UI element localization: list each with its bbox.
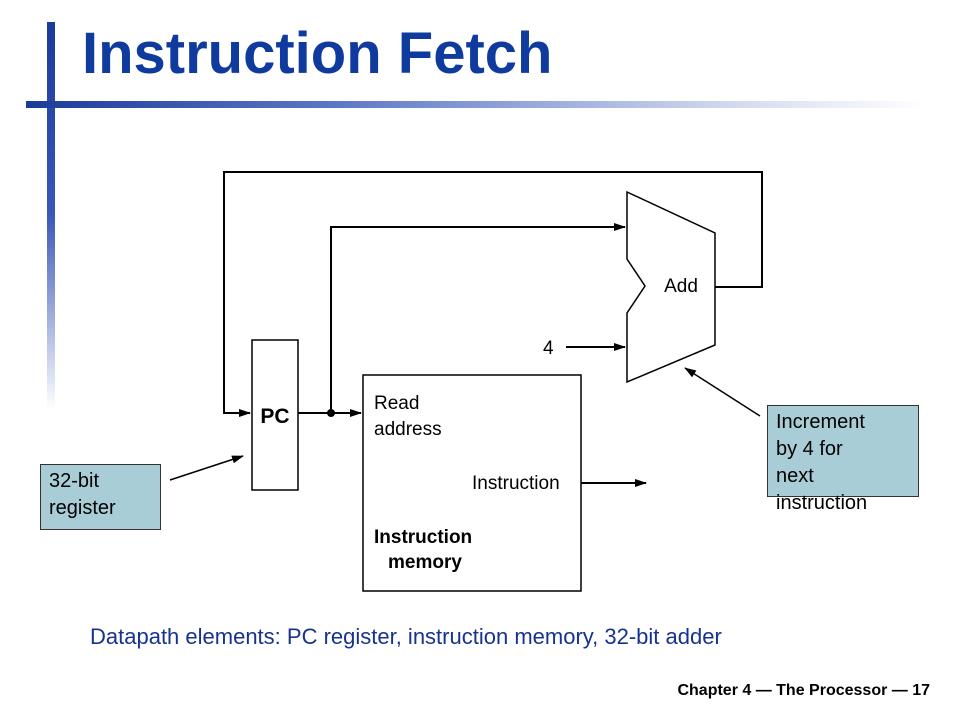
constant-four: 4 — [543, 338, 554, 359]
slide-caption: Datapath elements: PC register, instruct… — [90, 624, 722, 649]
pc-label: PC — [260, 405, 289, 428]
adder — [626, 190, 716, 384]
page-title: Instruction Fetch — [82, 21, 553, 86]
read-address-label-line2: address — [374, 419, 442, 440]
read-address-label-line1: Read — [374, 393, 419, 414]
junction-dot — [327, 409, 335, 417]
pc-callout-pointer — [169, 455, 244, 481]
accent-vertical-bar — [47, 22, 55, 410]
pc-callout: 32-bit register — [40, 464, 161, 530]
accent-horizontal-bar — [26, 101, 926, 108]
slide-footer: Chapter 4 — The Processor — 17 — [677, 682, 930, 699]
pc-to-adder-wire — [330, 223, 626, 413]
adder-callout-pointer — [684, 367, 761, 417]
feedback-wire — [223, 171, 763, 417]
adder-label: Add — [664, 276, 698, 297]
instruction-output-label: Instruction — [472, 473, 560, 494]
adder-callout-line1: Increment — [776, 411, 865, 433]
adder-callout: Increment by 4 for next instruction — [767, 405, 919, 514]
memory-name-line1: Instruction — [374, 527, 472, 548]
instruction-memory — [362, 374, 582, 592]
memory-name-line2: memory — [388, 552, 462, 573]
pc-callout-line2: register — [49, 497, 116, 519]
adder-callout-line2: by 4 for — [776, 438, 843, 460]
adder-callout-line4: instruction — [776, 492, 868, 514]
adder-callout-line3: next — [776, 465, 814, 487]
pc-callout-line1: 32-bit — [49, 470, 100, 492]
pc-register — [251, 339, 299, 491]
